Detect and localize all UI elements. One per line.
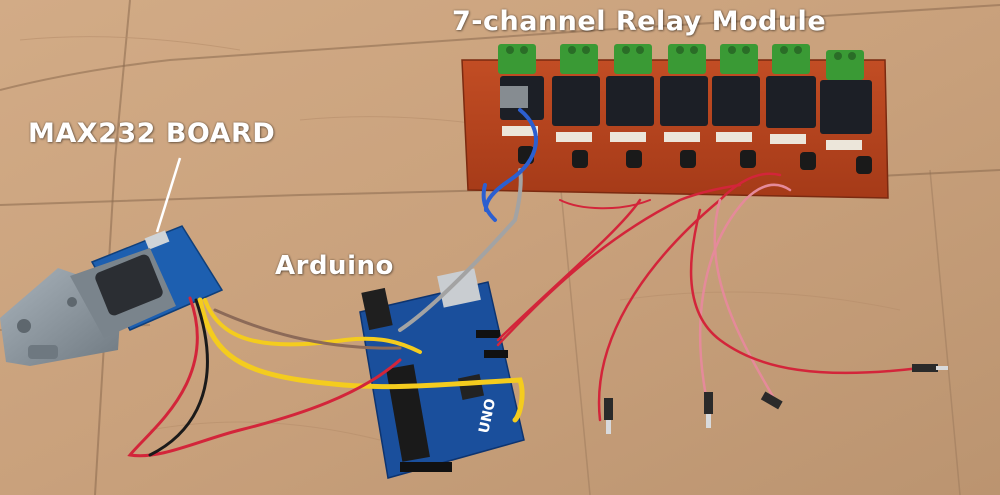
relay-module bbox=[461, 44, 889, 199]
max232-board-label: MAX232 BOARD bbox=[28, 118, 276, 149]
relay-channel-2 bbox=[552, 44, 600, 168]
max232-board bbox=[0, 225, 224, 366]
relay-channel-3 bbox=[606, 44, 654, 168]
max232-pointer-line bbox=[155, 157, 182, 233]
relay-channel-4 bbox=[660, 44, 708, 168]
relay-channel-6 bbox=[766, 44, 816, 170]
relay-channel-7 bbox=[820, 50, 872, 174]
arduino-label: Arduino bbox=[275, 251, 394, 281]
jumper-wires bbox=[127, 108, 948, 458]
relay-module-label: 7-channel Relay Module bbox=[452, 6, 827, 37]
relay-channel-5 bbox=[712, 44, 760, 168]
arduino-uno-logo-text: UNO bbox=[476, 397, 499, 435]
